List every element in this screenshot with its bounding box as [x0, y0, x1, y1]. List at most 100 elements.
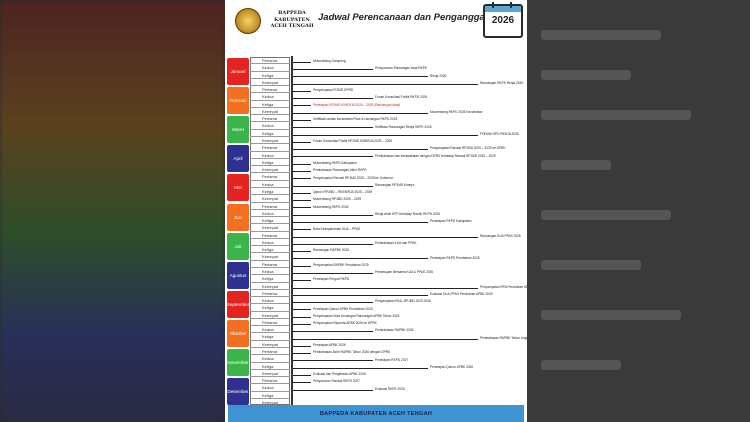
timeline-branch: [293, 149, 428, 150]
timeline-event: Pembahasan RAPBK 2026: [375, 328, 414, 333]
timeline-event: Evaluasi dan Penjabaran APBK 2026: [313, 372, 366, 377]
blurred-background-left: [0, 0, 225, 422]
week-label: Pertama: [250, 86, 290, 94]
week-label: Keempat: [250, 341, 290, 349]
timeline-event: Pembahasan Akhir RAPBK Tahun 2026 dengan…: [313, 350, 391, 355]
timeline-branch: [293, 316, 311, 318]
timeline-event: Musrenbang Gampong: [313, 59, 346, 63]
week-label: Keempat: [250, 224, 290, 232]
timeline-event: Nota Kesepahaman KUA – PPAS: [313, 226, 361, 231]
timeline-event: Rancangan KUA PPAS 2026: [480, 233, 521, 238]
week-label: Kedua: [250, 152, 290, 159]
week-label: Pertama: [250, 232, 290, 239]
organization-name: BAPPEDA KABUPATEN ACEH TENGAH: [270, 10, 314, 29]
week-label: Kedua: [250, 93, 290, 101]
year-label: 2026: [491, 15, 515, 26]
timeline-branch: [293, 243, 373, 245]
week-label: Keempat: [250, 166, 290, 174]
bappeda-logo-icon: [235, 8, 261, 34]
timeline-event: Penetapan RKPD Kabupaten: [430, 219, 472, 224]
timeline-event: Penetapan RKPD 2027: [375, 357, 409, 362]
timeline-event: Renja 2026: [430, 73, 447, 78]
timeline-event: Musrenbang RKPD 2026: [313, 204, 349, 209]
timeline-event: Rancangan RPJMD Kinerja: [375, 182, 414, 187]
timeline-event: Penetapan RKPD Perubahan 2025: [430, 255, 480, 260]
timeline-event: Penyampaian RKA–RPJMD 2025 2026: [375, 299, 431, 304]
timeline-branch: [293, 345, 311, 347]
timeline-branch: [293, 294, 428, 296]
week-label: Ketiga: [250, 304, 290, 312]
timeline-event: Pembahasan dan kesepakatan dengan DPRK t…: [375, 153, 496, 158]
week-label: Kedua: [250, 181, 290, 188]
month-label: Desember: [227, 378, 249, 406]
week-label: Keempat: [250, 195, 290, 203]
timeline-branch: [293, 134, 478, 136]
week-label: Pertama: [250, 319, 290, 327]
timeline-branch: [293, 90, 311, 92]
timeline-event: Forum Konsultasi Publik RPJMD KINERJA 20…: [313, 139, 393, 144]
timeline-branch: [293, 323, 311, 325]
week-label: Ketiga: [250, 246, 290, 254]
timeline-event: Musrenbang RPJMD 2025 – 2029: [313, 197, 362, 202]
timeline-event: Penyampaian Ranwal RPJMD 2025 – 2029 ke …: [313, 175, 394, 180]
timeline-event: Penyampaian RPA Perubahan APBK 2025: [480, 284, 527, 289]
timeline-branch: [293, 382, 311, 384]
timeline-branch: [293, 200, 311, 201]
timeline-branch: [293, 222, 428, 223]
timeline-event: Penetapan RPJMD-KINERJA 2025 – 2029 (Ran…: [313, 102, 401, 107]
timeline-event: FORUM OPD RENJA 2026: [480, 131, 519, 136]
week-label: Kedua: [250, 297, 290, 305]
timeline-branch: [293, 127, 373, 129]
month-label: September: [227, 290, 249, 318]
week-label: Ketiga: [250, 130, 290, 138]
timeline-event: Rancangan RAPBK 2026: [313, 248, 349, 253]
timeline-event: Penyampaian RAPBK Perubahan 2025: [313, 262, 369, 267]
week-label: Keempat: [250, 283, 290, 290]
timeline-branch: [293, 331, 373, 333]
timeline-branch: [293, 214, 373, 216]
timeline-branch: [293, 229, 311, 231]
timeline-event: Qanun RPJMD – RKINERJA 2025 – 2029: [313, 190, 373, 195]
week-label: Kedua: [250, 355, 290, 363]
week-label: Keempat: [250, 312, 290, 319]
timeline-event: Penetapan APBK 2026: [313, 343, 346, 348]
timeline-branch: [293, 171, 311, 172]
timeline-branch: [293, 69, 373, 70]
timeline-branch: [293, 236, 478, 238]
week-label: Ketiga: [250, 188, 290, 196]
timeline-branch: [293, 207, 311, 209]
timeline-event: Forum Konsultasi Publik RKPD 2026: [375, 95, 428, 100]
timeline-event: Evaluasi RKPK 2026: [375, 386, 405, 391]
week-label: Ketiga: [250, 101, 290, 108]
timeline-branch: [293, 265, 311, 267]
timeline-branch: [293, 272, 373, 274]
timeline-event: Verifikasi Rancangan Renja SKPK 2026: [375, 124, 432, 129]
blurred-background-right: [527, 0, 750, 422]
week-label: Keempat: [250, 137, 290, 145]
timeline-branch: [293, 76, 428, 78]
timeline-branch: [293, 178, 311, 180]
week-label: Pertama: [250, 57, 290, 65]
page-title: Jadwal Perencanaan dan Penganggaran: [318, 12, 500, 23]
timeline-branch: [293, 105, 311, 107]
week-label: Pertama: [250, 377, 290, 385]
timeline-branch: [293, 192, 311, 194]
timeline-event: Penyusunan Rancangan Awal RKPK: [375, 66, 428, 71]
timeline-event: Pembahasan KUA dan PPAS: [375, 241, 417, 246]
timeline-branch: [293, 280, 311, 282]
week-label: Keempat: [250, 370, 290, 378]
footer-banner: BAPPEDA KABUPATEN ACEH TENGAH: [228, 405, 524, 422]
month-label: Januari: [227, 58, 249, 86]
timeline-event: Penyampaian Nota Keuangan Rancangan APBK…: [313, 313, 400, 318]
week-label: Pertama: [250, 173, 290, 181]
timeline-branch: [293, 251, 311, 252]
timeline-branch: [293, 353, 311, 354]
week-label: Kedua: [250, 239, 290, 247]
week-label: Ketiga: [250, 392, 290, 399]
month-label: Mei: [227, 174, 249, 202]
week-label: Kedua: [250, 210, 290, 218]
week-label: Kedua: [250, 268, 290, 276]
timeline-branch: [293, 389, 373, 391]
month-label: Juli: [227, 232, 249, 260]
week-label: Ketiga: [250, 275, 290, 283]
